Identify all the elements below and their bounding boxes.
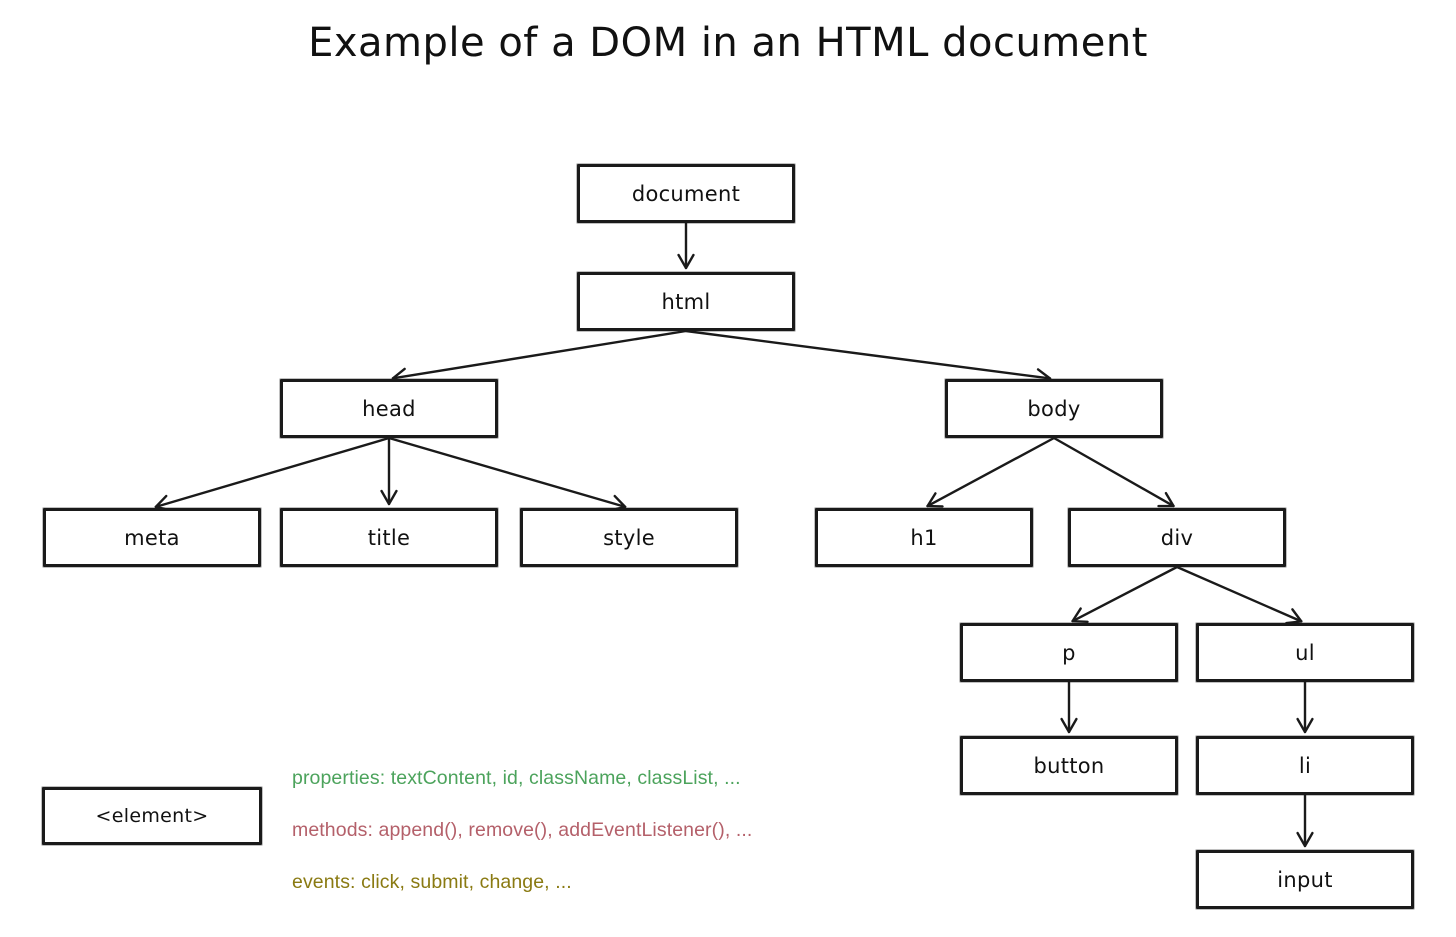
tree-node-html: html bbox=[577, 272, 795, 331]
tree-node-li: li bbox=[1196, 736, 1414, 795]
tree-node-style: style bbox=[520, 508, 738, 567]
legend-line-properties: properties: textContent, id, className, … bbox=[292, 767, 741, 789]
edge-div-to-p bbox=[1071, 565, 1179, 623]
arrowhead-head-to-title bbox=[380, 489, 398, 506]
tree-node-label: input bbox=[1277, 867, 1333, 892]
tree-node-label: h1 bbox=[910, 525, 938, 550]
tree-node-label: meta bbox=[124, 525, 180, 550]
arrowhead-p-to-button bbox=[1060, 717, 1078, 734]
tree-node-input: input bbox=[1196, 850, 1414, 909]
tree-node-label: title bbox=[367, 525, 411, 550]
arrowhead-body-to-div bbox=[1157, 491, 1175, 508]
tree-node-head: head bbox=[280, 379, 498, 438]
tree-node-p: p bbox=[960, 623, 1178, 682]
tree-node-title: title bbox=[280, 508, 498, 567]
tree-node-ul: ul bbox=[1196, 623, 1414, 682]
tree-node-label: div bbox=[1160, 525, 1194, 550]
arrowhead-document-to-html bbox=[677, 253, 695, 270]
legend-element-box: <element> bbox=[42, 787, 262, 845]
tree-node-div: div bbox=[1068, 508, 1286, 567]
arrowhead-ul-to-li bbox=[1296, 717, 1314, 734]
tree-node-document: document bbox=[577, 164, 795, 223]
tree-node-label: document bbox=[631, 181, 741, 206]
tree-node-h1: h1 bbox=[815, 508, 1033, 567]
legend-line-methods: methods: append(), remove(), addEventLis… bbox=[292, 819, 753, 841]
tree-node-button: button bbox=[960, 736, 1178, 795]
tree-node-label: ul bbox=[1295, 640, 1315, 665]
tree-node-body: body bbox=[945, 379, 1163, 438]
edge-html-to-head bbox=[391, 329, 688, 380]
legend-annotations: properties: textContent, id, className, … bbox=[292, 752, 852, 908]
arrowhead-div-to-p bbox=[1071, 607, 1089, 623]
tree-node-label: p bbox=[1062, 640, 1076, 665]
edge-html-to-body bbox=[684, 329, 1052, 380]
edge-body-to-div bbox=[1052, 436, 1175, 508]
edge-head-to-style bbox=[387, 436, 627, 509]
tree-node-label: li bbox=[1298, 753, 1312, 778]
legend-line-events: events: click, submit, change, ... bbox=[292, 871, 572, 893]
tree-node-label: style bbox=[603, 525, 655, 550]
edge-div-to-ul bbox=[1175, 565, 1303, 623]
tree-node-label: head bbox=[362, 396, 416, 421]
arrowhead-body-to-h1 bbox=[926, 492, 944, 508]
tree-node-meta: meta bbox=[43, 508, 261, 567]
tree-node-label: html bbox=[661, 289, 711, 314]
edge-head-to-meta bbox=[154, 436, 391, 509]
edge-body-to-h1 bbox=[926, 436, 1056, 508]
page-title: Example of a DOM in an HTML document bbox=[308, 20, 1148, 66]
tree-node-label: body bbox=[1027, 396, 1081, 421]
arrowhead-div-to-ul bbox=[1285, 608, 1303, 625]
tree-node-label: button bbox=[1033, 753, 1105, 778]
arrowhead-li-to-input bbox=[1296, 831, 1314, 848]
